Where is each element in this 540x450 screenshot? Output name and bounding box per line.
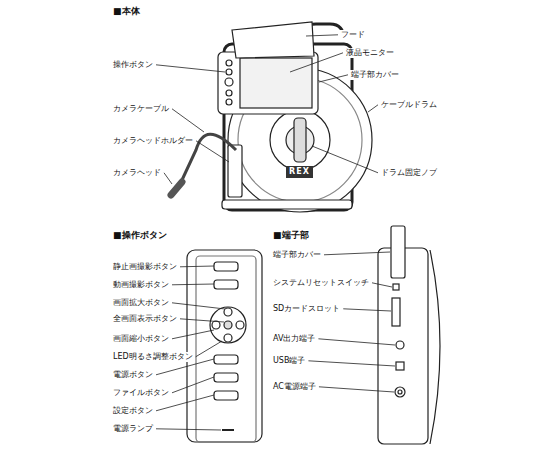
part-label: 端子部カバー: [272, 250, 322, 260]
part-label: USB端子: [272, 356, 306, 366]
leader-line: [368, 105, 378, 112]
leader-line: [164, 173, 172, 184]
part-label: AV出力端子: [272, 334, 316, 344]
leader-line: [319, 75, 348, 82]
leader-line: [312, 146, 378, 173]
part-label: 動画撮影ボタン: [112, 280, 170, 290]
leader-line: [172, 109, 204, 132]
leader-line: [319, 387, 394, 392]
section-heading: ■操作ボタン: [112, 230, 168, 241]
leader-line: [180, 266, 214, 268]
leader-line: [306, 35, 338, 36]
leader-line: [172, 330, 214, 339]
part-label: 静止画撮影ボタン: [112, 262, 178, 272]
part-label: カメラヘッド: [112, 168, 162, 178]
leader-line: [172, 377, 214, 393]
part-label: ファイルボタン: [112, 388, 170, 398]
part-label: カメラヘッドホルダー: [112, 136, 194, 146]
leader-line: [156, 65, 225, 72]
part-label: 画面拡大ボタン: [112, 298, 170, 308]
leader-line: [196, 341, 222, 357]
leader-line: [324, 252, 390, 255]
brand-logo: REX: [286, 166, 313, 178]
section-heading: ■本体: [112, 6, 141, 17]
part-label: 全画面表示ボタン: [112, 314, 178, 324]
leader-line: [343, 309, 391, 311]
part-label: 画面縮小ボタン: [112, 334, 170, 344]
leader-line: [318, 339, 395, 345]
part-label: SDカードスロット: [272, 304, 341, 314]
part-label: カメラケーブル: [112, 104, 170, 114]
part-label: 液晶モニター: [345, 48, 395, 58]
part-label: AC電源端子: [272, 382, 317, 392]
part-label: 電源ボタン: [112, 370, 154, 380]
leader-line: [156, 429, 221, 430]
section-heading: ■端子部: [272, 230, 310, 241]
leader-line: [180, 319, 224, 322]
part-label: 操作ボタン: [112, 60, 154, 70]
leader-line: [196, 141, 229, 162]
part-label: 設定ボタン: [112, 406, 154, 416]
leader-line: [372, 283, 392, 287]
part-label: ドラム固定ノブ: [380, 168, 438, 178]
leader-line: [172, 284, 214, 286]
leader-line: [172, 303, 225, 309]
part-label: LED明るさ調整ボタン: [112, 352, 194, 362]
part-label: 電源ランプ: [112, 424, 154, 434]
part-label: システムリセットスイッチ: [272, 278, 370, 288]
part-label: フード: [340, 30, 366, 40]
leader-line: [308, 361, 395, 366]
part-label: ケーブルドラム: [380, 100, 438, 110]
leader-line: [290, 53, 343, 72]
part-label: 端子部カバー: [350, 70, 400, 80]
